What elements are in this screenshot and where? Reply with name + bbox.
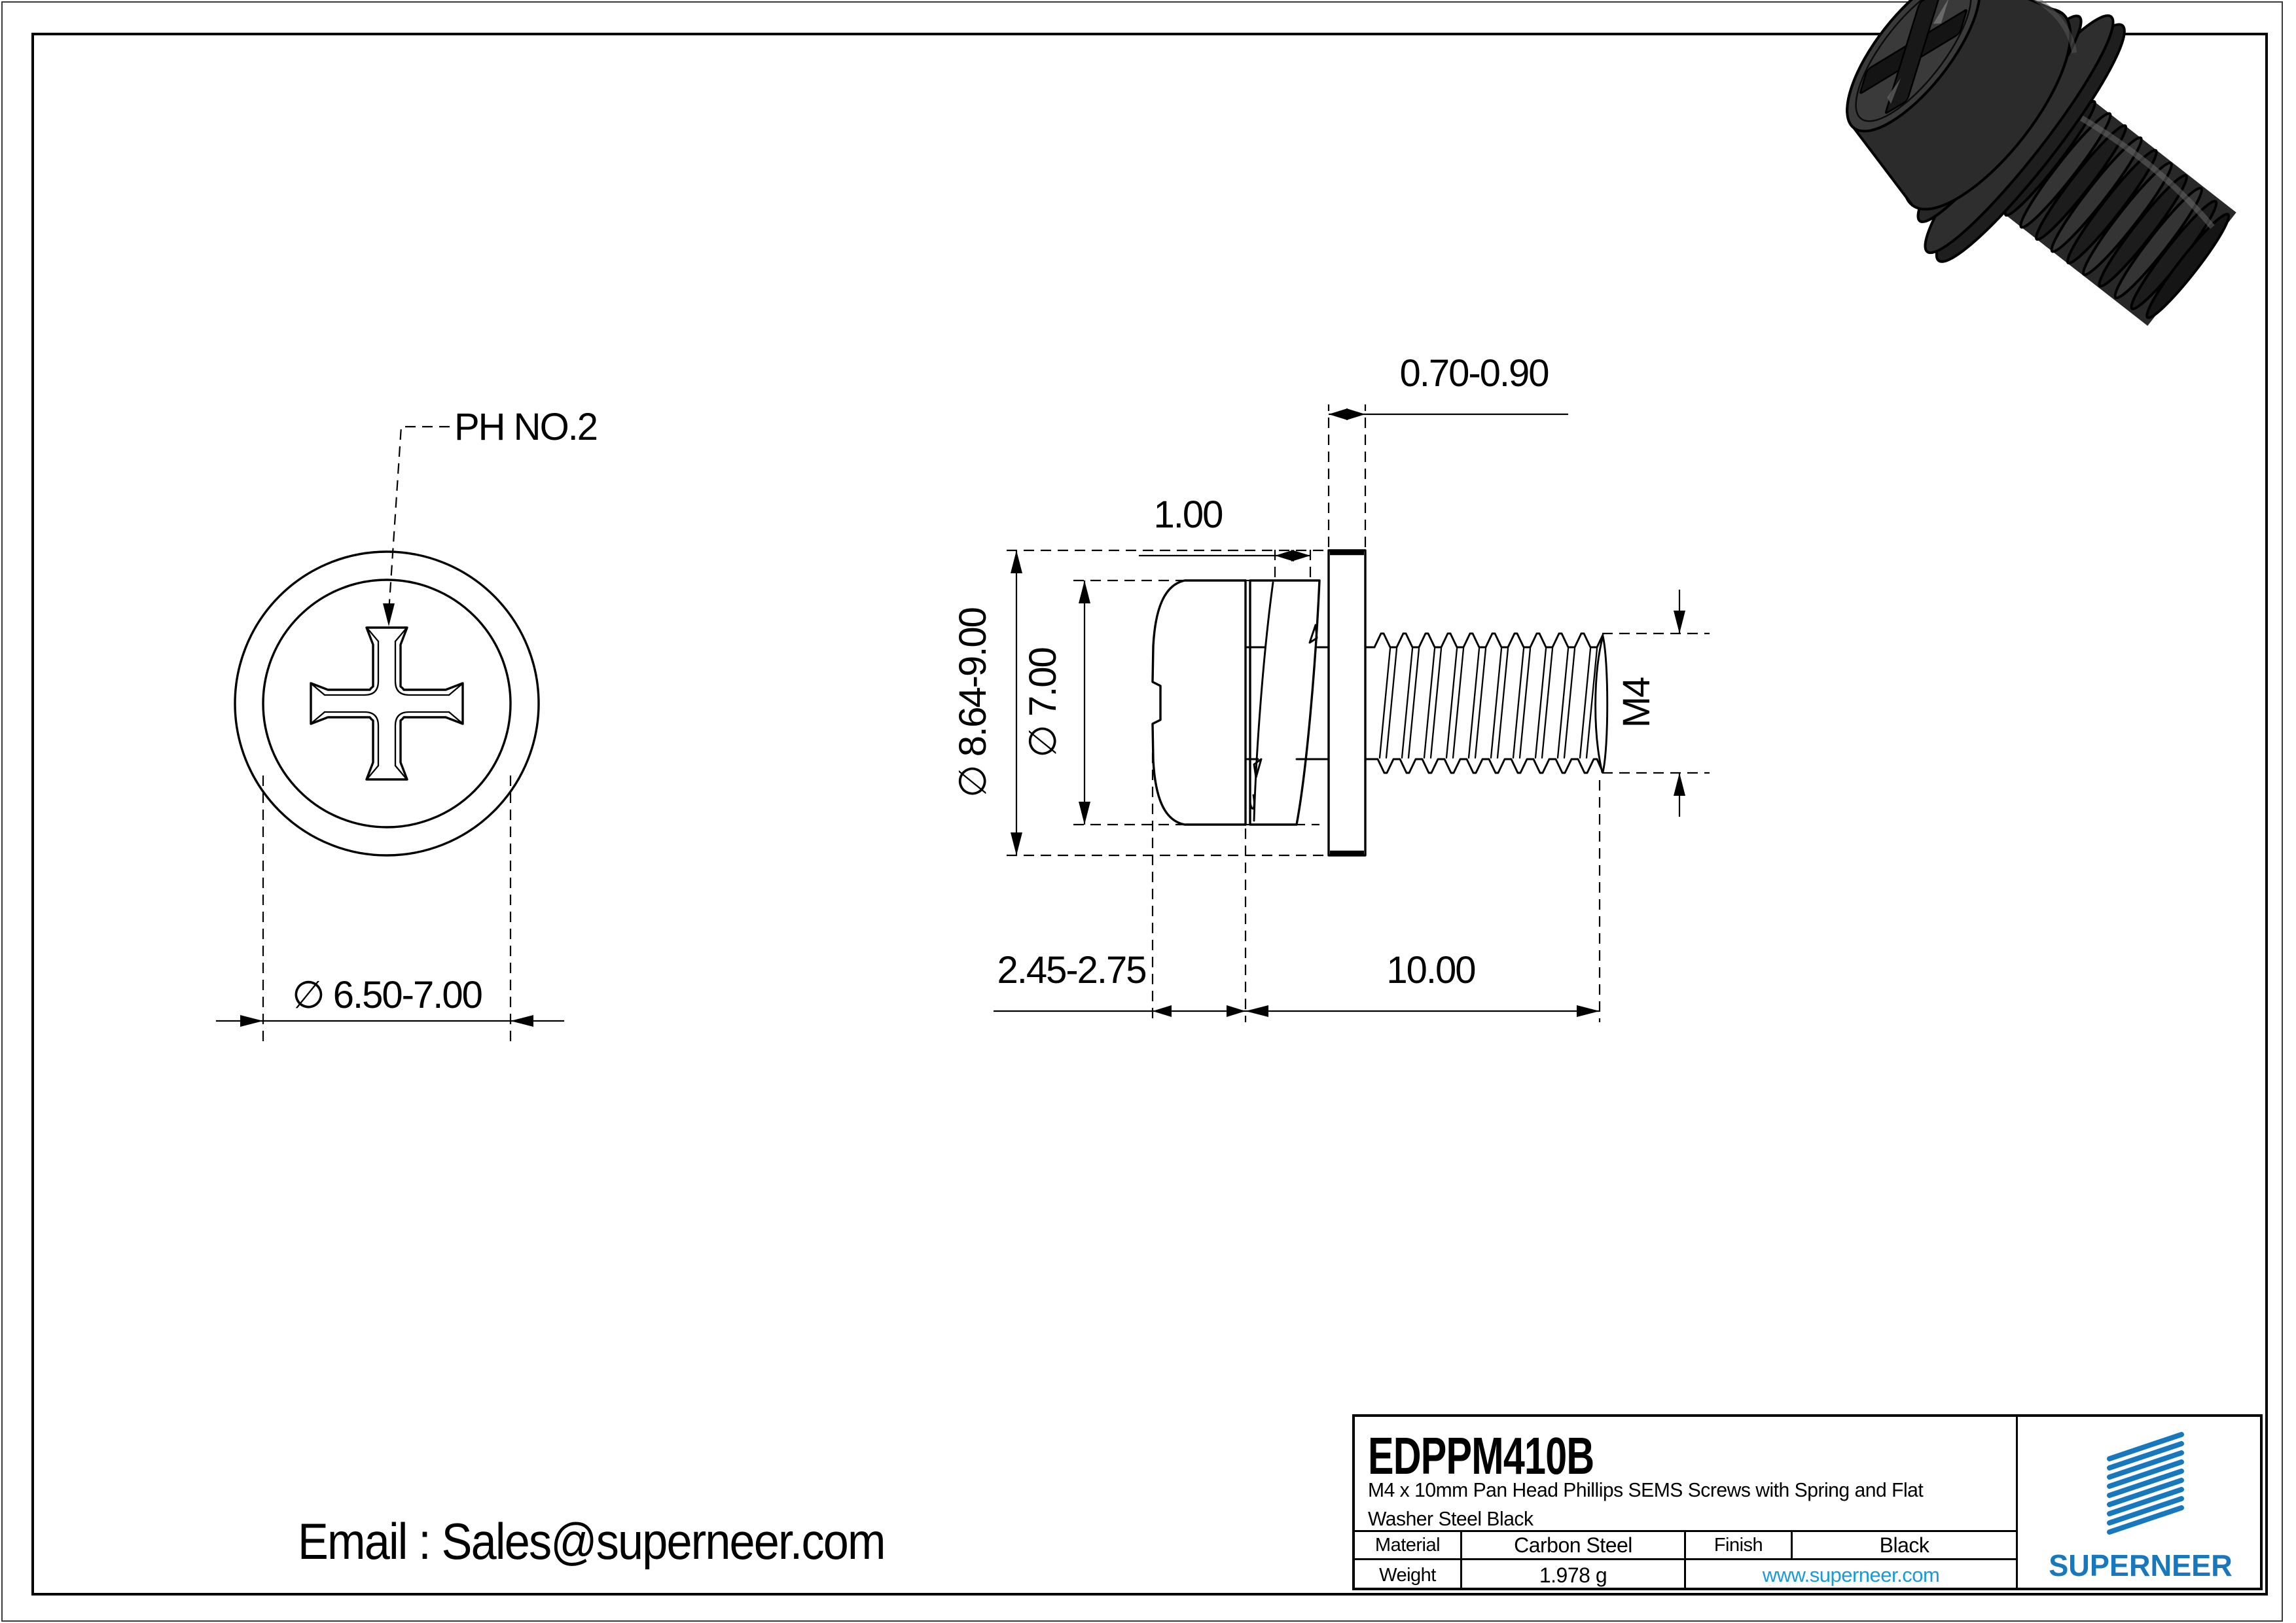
head-od-extensions [1073, 579, 1319, 826]
shank-lines [1245, 646, 1376, 760]
title-block-main: EDPPM410B M4 x 10mm Pan Head Phillips SE… [1355, 1417, 2018, 1590]
weight-label: Weight [1355, 1560, 1462, 1590]
recess-callout-text: PH NO.2 [454, 406, 597, 448]
washer-od-extensions [1007, 549, 1327, 857]
finish-value: Black [1879, 1533, 1929, 1557]
thread-end-chamfer [1594, 633, 1609, 774]
leader-arrow [383, 603, 395, 626]
recess-leader-line [387, 425, 450, 613]
washer-thickness-extensions [1327, 404, 1367, 547]
brand-cell: SUPERNEER [2018, 1417, 2263, 1588]
superneer-logo-icon [2107, 1432, 2184, 1535]
diameter-extension-lines [262, 776, 512, 1047]
contact-email[interactable]: Email : Sales@superneer.com [298, 1512, 886, 1570]
weight-row: Weight 1.978 g www.superneer.com [1355, 1560, 2016, 1590]
weight-value: 1.978 g [1462, 1560, 1686, 1590]
thread-od-extensions [1602, 632, 1710, 774]
phillips-recess-3d [1859, 0, 1967, 114]
head-od-text: ∅ 7.00 [1022, 648, 1064, 758]
front-view: PH NO.2 ∅ 6.50-7.00 [216, 406, 598, 1047]
material-label: Material [1355, 1532, 1462, 1558]
washer-od-text: ∅ 8.64-9.00 [952, 608, 994, 798]
spring-washer [1249, 579, 1321, 826]
product-render [1846, 0, 2236, 326]
head-outline-circle [262, 579, 512, 829]
head-diameter-text: ∅ 6.50-7.00 [292, 974, 482, 1016]
thread-spec-text: M4 [1615, 677, 1658, 728]
brand-name: SUPERNEER [2049, 1548, 2233, 1582]
part-description-line2: Washer Steel Black [1368, 1507, 1534, 1530]
material-finish-row: Material Carbon Steel Finish Black [1355, 1532, 2016, 1560]
phillips-recess [310, 626, 464, 781]
head-height-text: 2.45-2.75 [997, 949, 1145, 991]
spring-thickness-extensions [1274, 544, 1312, 577]
washer-thickness-text: 0.70-0.90 [1399, 352, 1548, 395]
length-extensions [1151, 753, 1601, 1022]
threaded-shank [1373, 632, 1609, 774]
website-link[interactable]: www.superneer.com [1762, 1563, 1940, 1586]
part-number: EDPPM410B [1368, 1427, 1594, 1485]
material-value: Carbon Steel [1462, 1532, 1686, 1558]
spring-thickness-text: 1.00 [1154, 493, 1223, 536]
side-view: ∅ 8.64-9.00 ∅ 7.00 1.00 0.70-0.90 2.45-2… [952, 352, 1710, 1022]
finish-label: Finish [1686, 1532, 1793, 1558]
part-description-line1: M4 x 10mm Pan Head Phillips SEMS Screws … [1368, 1478, 1924, 1501]
part-row: EDPPM410B M4 x 10mm Pan Head Phillips SE… [1355, 1417, 2016, 1532]
head-dome-profile [1151, 579, 1247, 826]
flat-washer [1327, 549, 1367, 857]
thread-length-text: 10.00 [1386, 949, 1475, 991]
washer-outline-circle [234, 550, 540, 857]
title-block: EDPPM410B M4 x 10mm Pan Head Phillips SE… [1352, 1414, 2263, 1590]
drawing-frame-border [31, 33, 2268, 1596]
